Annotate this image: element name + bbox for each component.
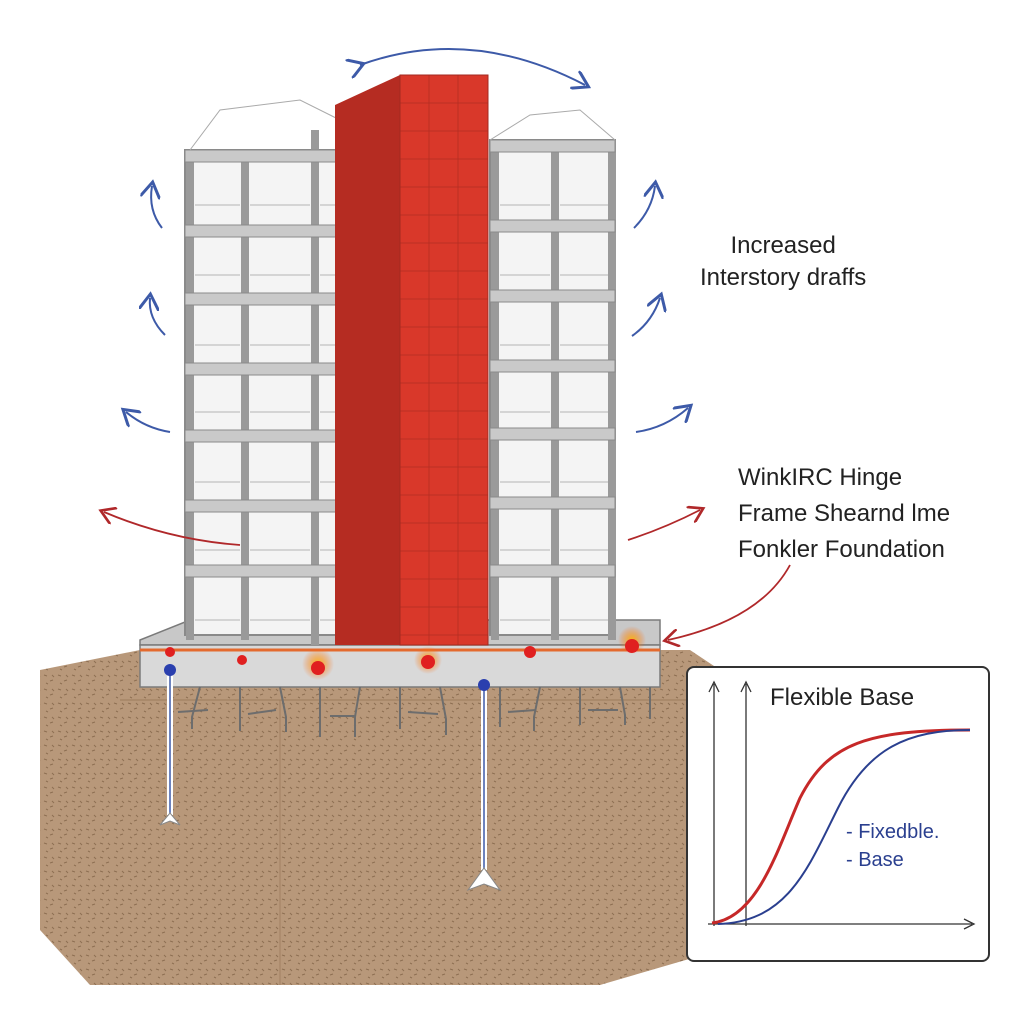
drift-label-line1: Increased xyxy=(730,232,836,259)
soil-block xyxy=(40,650,721,985)
curve-red xyxy=(711,728,971,925)
curve-blue xyxy=(717,729,971,925)
inset-legend-line2: - Base xyxy=(846,849,904,871)
base-isolators xyxy=(169,686,651,737)
inset-graph-panel: Flexible Base - Fixedble. - Base xyxy=(686,666,990,962)
hinge-label: WinkIRC Hinge Frame Shearnd lme Fonkler … xyxy=(738,460,950,568)
inset-legend: - Fixedble. - Base xyxy=(846,818,939,874)
drift-label-line2: Interstory draffs xyxy=(700,264,867,291)
pile-icon xyxy=(159,664,502,892)
hinge-label-line3: Fonkler Foundation xyxy=(738,536,945,563)
inset-title: Flexible Base xyxy=(770,684,915,711)
inset-graph xyxy=(708,680,976,930)
right-frame-tower xyxy=(489,109,616,640)
hinge-dot-icon xyxy=(165,626,646,680)
inset-axes xyxy=(708,680,976,930)
hinge-label-line1: WinkIRC Hinge xyxy=(738,464,903,491)
shear-wall-core xyxy=(335,74,489,646)
red-arrow-icon xyxy=(104,510,791,640)
sway-arrow-icon xyxy=(126,48,688,433)
drift-label: Increased Interstory draffs xyxy=(700,230,866,294)
hinge-label-line2: Frame Shearnd lme xyxy=(738,500,951,527)
inset-legend-line1: - Fixedble. xyxy=(846,821,940,843)
